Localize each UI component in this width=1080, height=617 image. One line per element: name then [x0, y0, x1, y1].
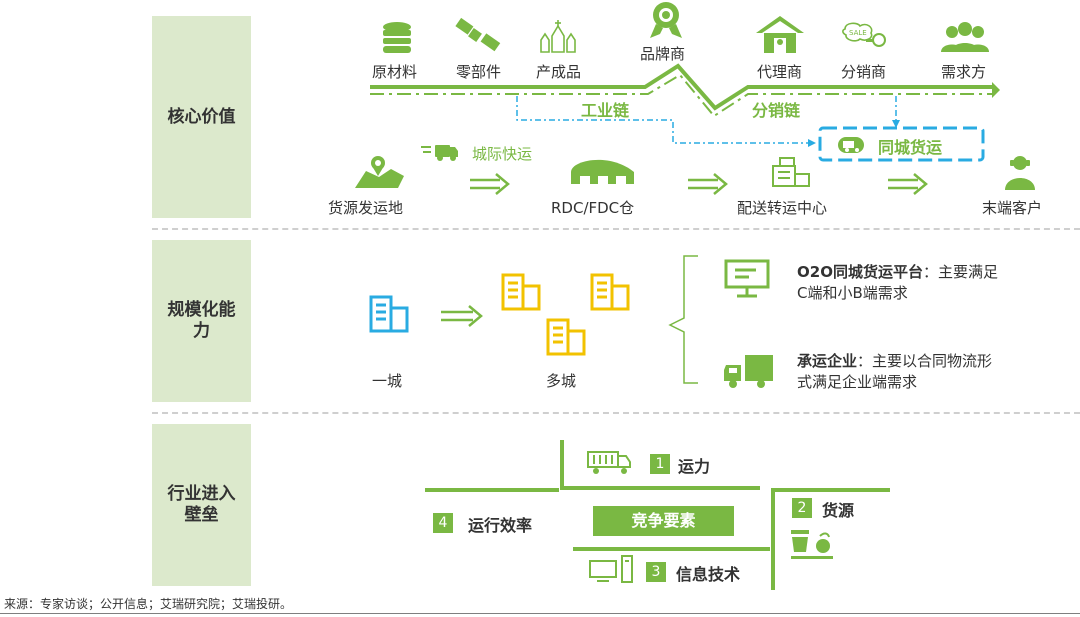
warehouse-doors — [580, 176, 626, 184]
intercity-label: 城际快运 — [472, 145, 533, 163]
end-customer-icon — [1005, 156, 1035, 190]
distribution-chain-label: 分销链 — [752, 101, 801, 120]
carrier-description: 承运企业：主要以合同物流形 式满足企业端需求 — [797, 351, 1067, 393]
customer-group-icon — [941, 22, 989, 52]
cargo-truck-icon — [587, 451, 631, 468]
barrier-number-3: 3 — [646, 562, 666, 582]
scale-arrow — [441, 305, 483, 327]
o2o-description: O2O同城货运平台：主要满足 C端和小B端需求 — [797, 262, 1067, 304]
node-raw-material: 原材料 — [372, 63, 418, 81]
node-origin: 货源发运地 — [328, 199, 404, 217]
o2o-desc-2: C端和小B端需求 — [797, 284, 908, 302]
o2o-title: O2O同城货运平台 — [797, 263, 923, 281]
core-factor-box: 竞争要素 — [593, 506, 734, 536]
barrier-label-info-tech: 信息技术 — [676, 565, 741, 584]
barrier-label-capacity: 运力 — [678, 457, 711, 476]
svg-text:SALE: SALE — [849, 29, 867, 37]
carrier-desc-2: 式满足企业端需求 — [797, 373, 918, 391]
multi-city-building-icon-3 — [546, 318, 586, 356]
node-rdc-fdc: RDC/FDC仓 — [551, 199, 635, 217]
computer-icon — [589, 555, 633, 583]
industry-chain-line — [370, 63, 1000, 118]
node-distributor: 分销商 — [841, 63, 887, 81]
industry-chain-label: 工业链 — [581, 101, 630, 120]
barrier-number-1: 1 — [650, 454, 670, 474]
truck-icon-detail — [843, 141, 859, 152]
one-city-building-icon — [369, 295, 409, 333]
intracity-label: 同城货运 — [878, 138, 943, 157]
curly-brace — [668, 255, 698, 384]
flow-arrow-2 — [688, 173, 728, 195]
node-finished-goods: 产成品 — [536, 63, 582, 81]
monitor-icon — [724, 259, 770, 298]
multi-city-label: 多城 — [546, 372, 577, 390]
section-divider-1 — [152, 228, 1080, 230]
node-end-customer: 末端客户 — [982, 199, 1043, 217]
satellite-icon — [455, 17, 501, 52]
sale-tag-icon: SALE — [842, 22, 886, 47]
section-divider-2 — [152, 412, 1080, 414]
database-icon — [383, 22, 411, 53]
carrier-desc-1: ：主要以合同物流形 — [857, 352, 993, 370]
barrier-frame — [425, 440, 890, 590]
o2o-desc-1: ：主要满足 — [922, 263, 998, 281]
node-transfer-center: 配送转运中心 — [737, 199, 828, 217]
carrier-title: 承运企业 — [797, 352, 858, 370]
section-barrier: 行业进入壁垒 — [152, 424, 251, 586]
section-scale-line2: 力 — [193, 321, 210, 341]
barrier-label-efficiency: 运行效率 — [468, 516, 533, 535]
chess-icon — [540, 20, 576, 53]
section-barrier-line2: 壁垒 — [184, 505, 219, 525]
goods-icon — [791, 530, 833, 559]
one-city-label: 一城 — [372, 372, 403, 390]
multi-city-building-icon-1 — [501, 273, 541, 311]
section-core-value: 核心价值 — [152, 16, 251, 218]
flow-arrow-1 — [470, 173, 510, 195]
source-note: 来源：专家访谈；公开信息；艾瑞研究院；艾瑞投研。 — [4, 597, 293, 611]
node-brand-owner: 品牌商 — [640, 45, 686, 63]
section-scale: 规模化能力 — [152, 240, 251, 402]
section-barrier-line1: 行业进入 — [167, 484, 236, 504]
barrier-label-cargo-source: 货源 — [822, 501, 855, 520]
node-demand-side: 需求方 — [941, 63, 987, 81]
delivery-truck-window — [729, 368, 737, 373]
distribution-center-icon — [772, 157, 810, 187]
flow-arrow-3 — [888, 173, 928, 195]
section-core-value-label: 核心价值 — [167, 106, 236, 127]
node-agent: 代理商 — [757, 63, 803, 81]
intracity-connector — [516, 96, 897, 144]
footer-rule — [0, 613, 1080, 614]
barrier-number-2: 2 — [792, 498, 812, 518]
multi-city-building-icon-2 — [590, 273, 630, 311]
intracity-box — [818, 126, 985, 162]
node-components: 零部件 — [456, 63, 502, 81]
barrier-number-4: 4 — [433, 513, 453, 533]
van-icon — [421, 145, 458, 161]
section-scale-line1: 规模化能 — [167, 300, 236, 320]
